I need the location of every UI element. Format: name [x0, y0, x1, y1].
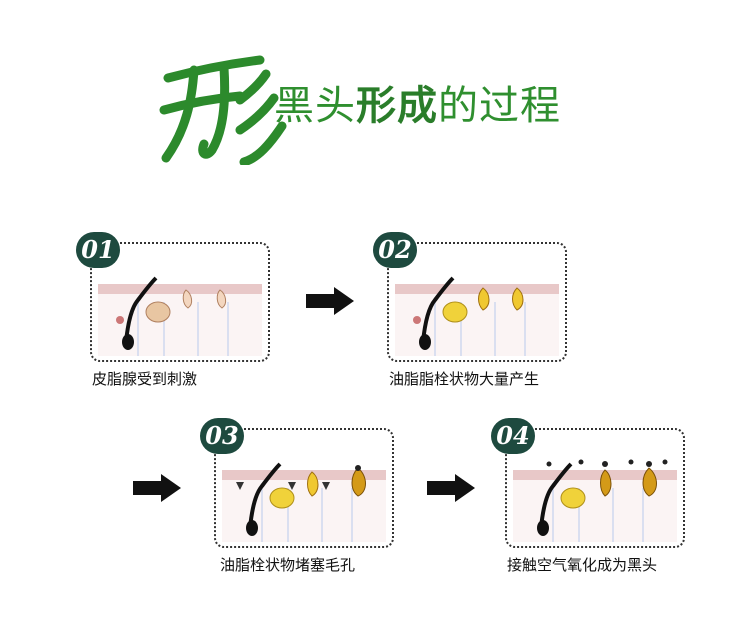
title-part-3: 的过程 [438, 83, 561, 129]
skin-pore-illustration [395, 276, 559, 356]
step-number-badge: 04 [491, 418, 535, 454]
right-arrow-icon [133, 474, 181, 502]
step-03: 03 油脂栓状物堵塞毛孔 [200, 418, 394, 574]
step-number-badge: 01 [76, 232, 120, 268]
page-title: 黑头形成的过程 [274, 82, 561, 130]
right-arrow-icon [427, 474, 475, 502]
step-caption: 油脂脂栓状物大量产生 [389, 370, 540, 388]
skin-pore-illustration [222, 462, 386, 542]
step-01: 01 皮脂腺受到刺激 [76, 232, 270, 388]
step-04: 04 接触空气氧化成为黑头 [491, 418, 685, 574]
title-part-2: 形成 [356, 83, 438, 129]
title-part-1: 黑头 [274, 83, 356, 129]
step-caption: 接触空气氧化成为黑头 [507, 556, 658, 574]
skin-pore-illustration [513, 459, 677, 542]
calligraphy-xing-icon [159, 55, 287, 165]
step-number-badge: 02 [373, 232, 417, 268]
right-arrow-icon [306, 287, 354, 315]
step-02: 02 油脂脂栓状物大量产生 [373, 232, 567, 388]
header: 黑头形成的过程 [0, 0, 750, 170]
step-caption: 皮脂腺受到刺激 [92, 370, 198, 388]
step-number-badge: 03 [200, 418, 244, 454]
skin-pore-illustration [98, 276, 262, 356]
step-caption: 油脂栓状物堵塞毛孔 [220, 556, 356, 574]
